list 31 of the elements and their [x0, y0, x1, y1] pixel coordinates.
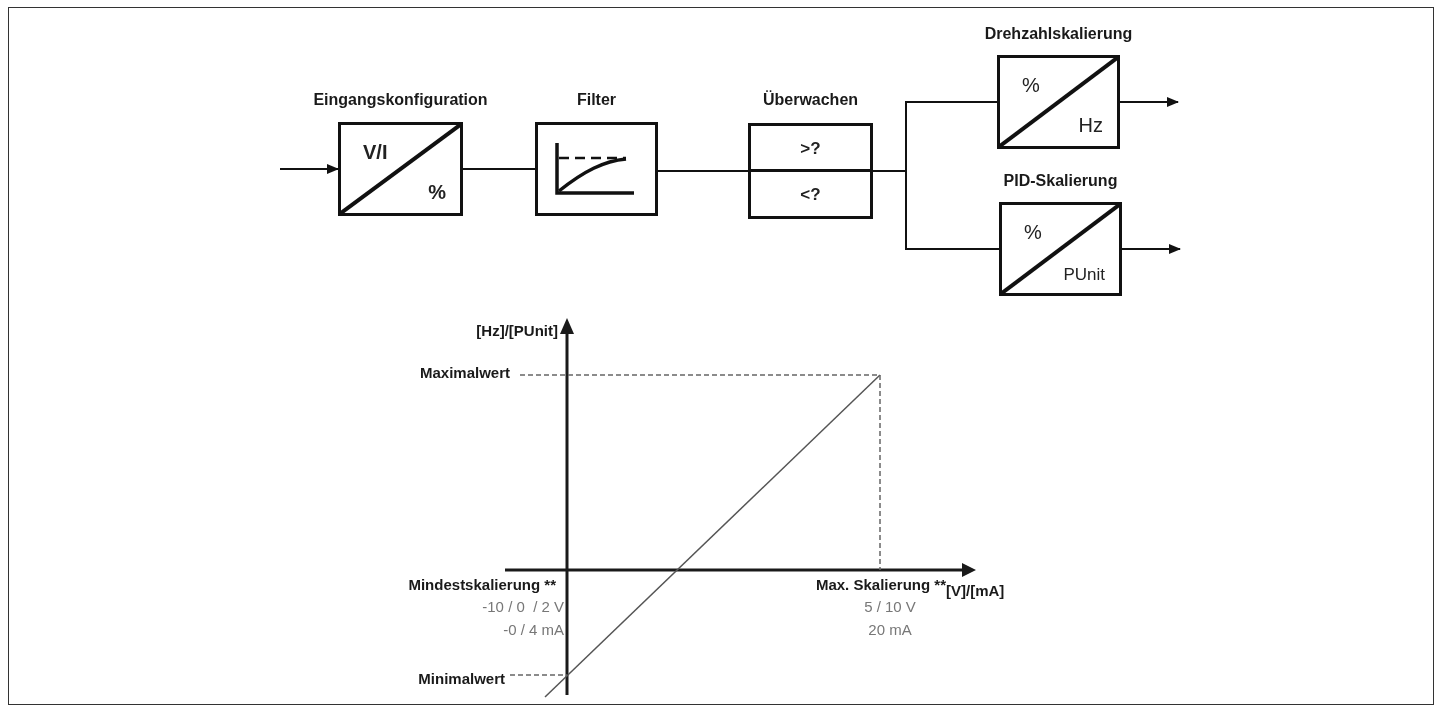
unit-label: V/I	[363, 140, 388, 165]
comparator-block	[748, 123, 873, 219]
scale-value: 20 mA	[867, 620, 913, 640]
scale-value: 5 / 10 V	[863, 597, 917, 617]
arrow	[279, 164, 339, 174]
block-title: Filter	[575, 90, 618, 110]
unit-label: Hz	[1078, 113, 1103, 138]
arrow	[1119, 97, 1179, 107]
graph-label: [V]/[mA]	[946, 582, 1006, 601]
connector-line	[462, 168, 536, 170]
block-title: Drehzahlskalierung	[983, 24, 1134, 44]
comparison-label: <?	[799, 184, 822, 206]
connector-line	[872, 170, 1000, 250]
graph-label: Mindestskalierung **	[407, 575, 556, 595]
graph-label: Minimalwert	[417, 669, 505, 689]
filter-block	[535, 122, 658, 216]
unit-label: %	[1024, 220, 1042, 245]
unit-label: %	[428, 180, 446, 205]
scale-value: -10 / 0 / 2 V	[481, 597, 564, 617]
unit-label: PUnit	[1063, 263, 1105, 286]
graph-label: Max. Skalierung **	[814, 575, 946, 593]
scale-value: -0 / 4 mA	[502, 620, 564, 640]
graph-label: Maximalwert	[418, 363, 510, 383]
comparison-label: >?	[799, 138, 822, 160]
block-title: Überwachen	[761, 89, 860, 110]
arrow	[1121, 244, 1181, 254]
connector-line	[657, 170, 749, 172]
unit-label: %	[1022, 73, 1040, 98]
block-title: Eingangskonfiguration	[312, 90, 489, 110]
block-title: PID-Skalierung	[1002, 171, 1119, 191]
graph-label: [Hz]/[PUnit]	[475, 321, 558, 341]
